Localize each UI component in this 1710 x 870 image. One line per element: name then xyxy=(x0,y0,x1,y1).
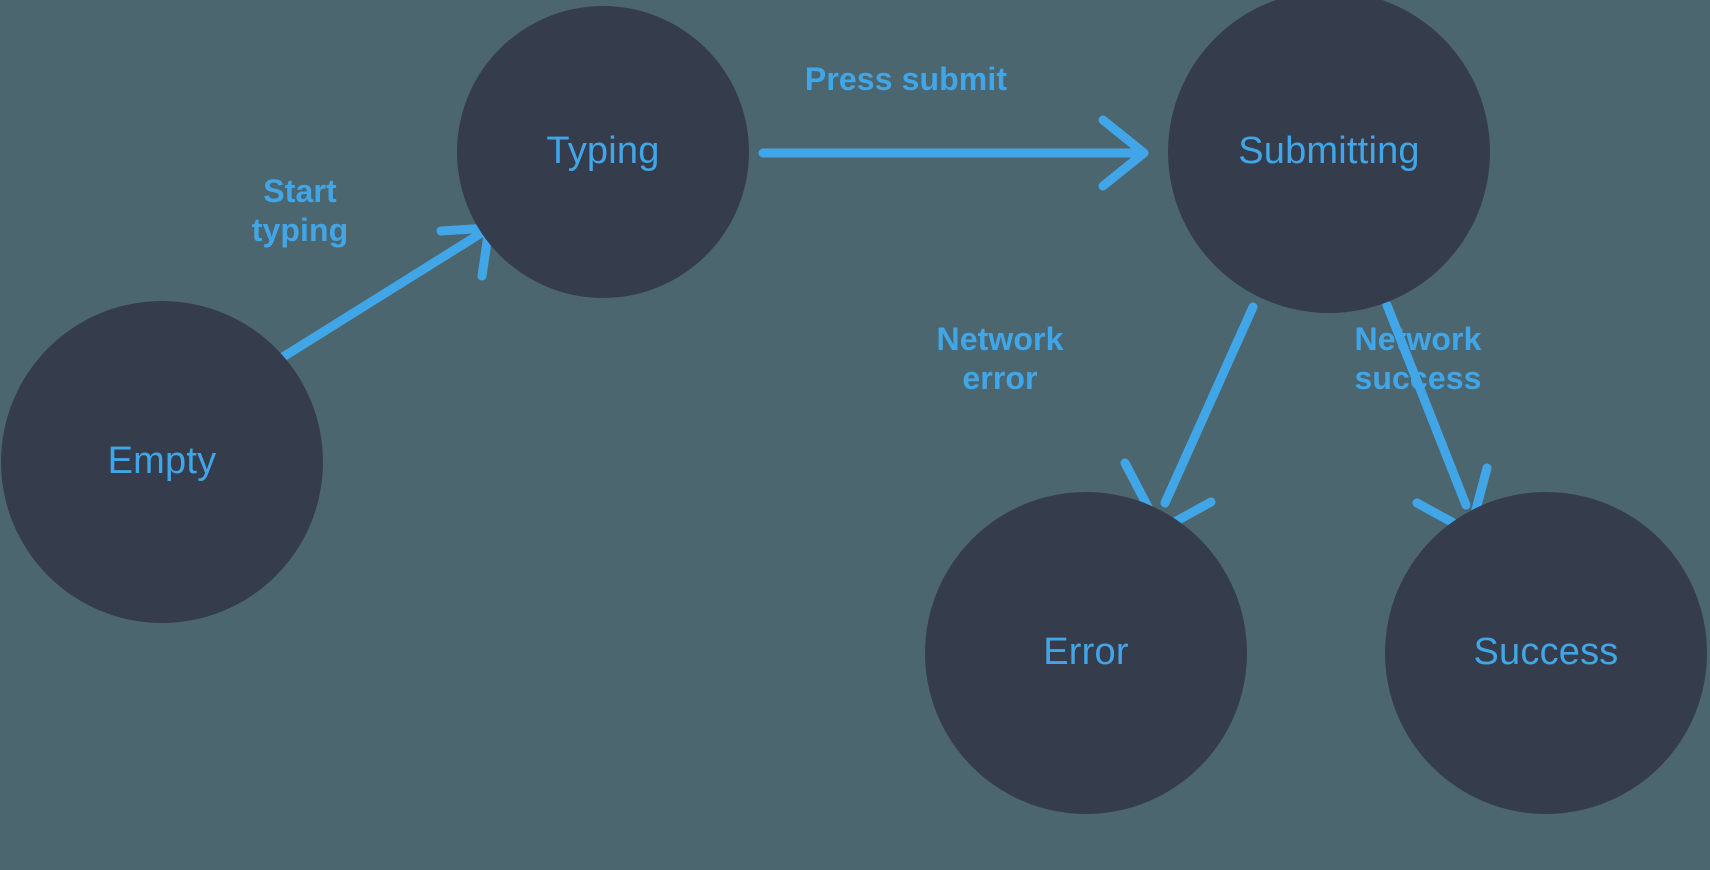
state-node-submitting[interactable]: Submitting xyxy=(1168,0,1490,313)
transition-label-network-error: Network error xyxy=(936,321,1064,397)
edge-network-error xyxy=(1120,302,1258,535)
state-label-empty: Empty xyxy=(107,440,217,483)
edge-line-start-typing xyxy=(278,227,488,362)
state-label-success: Success xyxy=(1473,631,1619,674)
state-label-typing: Typing xyxy=(546,130,660,173)
edge-press-submit xyxy=(758,115,1149,191)
state-label-submitting: Submitting xyxy=(1238,130,1420,173)
transition-label-press-submit: Press submit xyxy=(804,61,1008,97)
arrowhead-start-typing xyxy=(436,223,494,281)
transition-label-network-success: Network success xyxy=(1354,321,1482,397)
state-node-typing[interactable]: Typing xyxy=(457,6,749,298)
transition-label-start-typing: Start typing xyxy=(251,173,349,249)
state-node-success[interactable]: Success xyxy=(1385,492,1707,814)
edge-line-network-error xyxy=(1160,302,1258,508)
state-label-error: Error xyxy=(1043,631,1129,674)
state-node-empty[interactable]: Empty xyxy=(1,301,323,623)
state-node-error[interactable]: Error xyxy=(925,492,1247,814)
arrowhead-press-submit xyxy=(1098,115,1149,191)
